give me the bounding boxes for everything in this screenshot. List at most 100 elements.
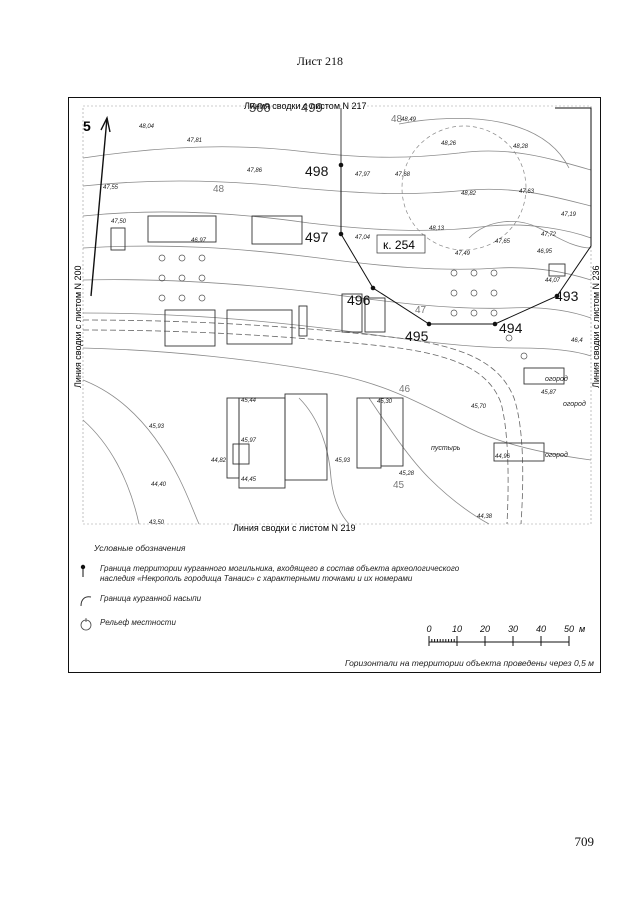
- spot-height: 45,44: [241, 398, 257, 404]
- edge-fragment-2: 499: [301, 100, 323, 115]
- scale-tick: 30: [508, 624, 518, 634]
- buildings: [110, 215, 566, 489]
- boundary-point-493: [554, 293, 560, 299]
- point-label-495: 495: [405, 328, 429, 344]
- spot-height: 48,82: [461, 191, 477, 197]
- edge-fragment-1: 500: [249, 100, 271, 115]
- boundary-point-495: [426, 321, 432, 327]
- spot-height: 44,45: [241, 477, 257, 483]
- spot-height: 48,26: [441, 141, 457, 147]
- sheet-link-right: Линия сводки с листом N 236: [591, 265, 600, 388]
- point-label-496: 496: [347, 292, 371, 308]
- topographic-map: 498 497 496 495 494 493 к. 254 5 500 499…: [73, 100, 600, 533]
- spot-height: 48,04: [139, 124, 155, 130]
- vacant-lot-label: пустырь: [431, 445, 461, 452]
- mound-boundary-icon: [80, 596, 92, 607]
- sheet-title: Лист 218: [296, 54, 344, 68]
- contour-label: 47: [415, 305, 427, 316]
- contour-label: 46: [399, 384, 411, 395]
- contour-lines: [82, 118, 592, 525]
- kurgan-label: к. 254: [383, 238, 415, 252]
- spot-height: 45,93: [335, 458, 351, 464]
- legend-text: Граница территории курганного могильника…: [100, 564, 460, 573]
- point-label-498: 498: [305, 163, 329, 179]
- garden-label: огород: [563, 400, 586, 408]
- spot-height: 48,49: [401, 117, 417, 123]
- boundary-point-494: [492, 321, 498, 327]
- scale-tick: 50: [564, 624, 574, 634]
- legend-heading: Условные обозначения: [94, 543, 186, 553]
- spot-height: 45,70: [471, 404, 487, 410]
- spot-height: 48,13: [429, 226, 445, 232]
- spot-height: 47,63: [519, 189, 535, 195]
- point-label-497: 497: [305, 229, 329, 245]
- scale-tick: 10: [452, 624, 462, 634]
- spot-height: 44,07: [545, 278, 561, 284]
- spot-height: 48,28: [513, 144, 529, 150]
- spot-height: 47,55: [103, 185, 119, 191]
- spot-height: 47,19: [561, 212, 577, 218]
- spot-height: 45,93: [149, 424, 165, 430]
- spot-height: 47,04: [355, 235, 371, 241]
- spot-height: 44,82: [211, 458, 227, 464]
- legend-item-relief: Рельеф местности: [79, 618, 176, 632]
- page-number: 709: [574, 834, 595, 849]
- spot-height: 46,4: [571, 338, 583, 344]
- spot-height: 47,72: [541, 232, 557, 238]
- scale-tick: 0: [426, 624, 431, 634]
- spot-height: 44,40: [151, 482, 167, 488]
- spot-height: 47,68: [395, 172, 411, 178]
- boundary-point-icon: [80, 564, 86, 577]
- kurgan-mound-outline: [401, 125, 527, 251]
- scale-tick: 40: [536, 624, 546, 634]
- contour-label: 45: [393, 480, 405, 491]
- spot-height: 45,87: [541, 390, 557, 396]
- scale-unit: м: [579, 624, 585, 634]
- spot-height: 45,28: [399, 471, 415, 477]
- boundary-points: [338, 162, 560, 327]
- necropolis-boundary-line: [340, 107, 592, 325]
- legend-item-boundary: Граница территории курганного могильника…: [79, 564, 459, 584]
- boundary-point-496: [370, 285, 376, 291]
- point-label-493: 493: [555, 288, 579, 304]
- legend-item-mound: Граница курганной насыпи: [79, 594, 201, 608]
- kurgan-label-box: [376, 234, 426, 254]
- legend-text: Рельеф местности: [100, 618, 176, 627]
- sheet-link-top: Линия сводки с листом N 217: [244, 101, 367, 111]
- garden-label: огород: [545, 451, 568, 459]
- spot-height: 43,50: [149, 520, 165, 526]
- spot-height: 47,97: [355, 172, 371, 178]
- spot-height: 47,65: [495, 239, 511, 245]
- map-inner-boundary: [82, 105, 592, 525]
- road-lines: [82, 319, 524, 525]
- legend: Условные обозначения Граница территории …: [69, 532, 600, 672]
- spot-height: 45,30: [377, 399, 393, 405]
- spot-height: 47,49: [455, 251, 471, 257]
- sheet-link-bottom: Линия сводки с листом N 219: [233, 523, 356, 533]
- spot-height: 44,96: [495, 454, 511, 460]
- boundary-point-497: [338, 231, 344, 237]
- map-frame: 498 497 496 495 494 493 к. 254 5 500 499…: [68, 97, 601, 673]
- edge-number-topleft: 5: [83, 118, 91, 134]
- spot-height: 44,38: [477, 514, 493, 520]
- scale-tick: 20: [479, 624, 490, 634]
- contour-label: 48: [213, 184, 225, 195]
- sheet-link-left: Линия сводки с листом N 200: [73, 265, 83, 388]
- trees: [158, 254, 528, 360]
- spot-height: 45,97: [241, 438, 257, 444]
- point-label-494: 494: [499, 320, 523, 336]
- legend-text: Граница курганной насыпи: [100, 594, 202, 603]
- boundary-point-498: [338, 162, 344, 168]
- relief-icon: [80, 618, 92, 631]
- contour-label: 48: [391, 114, 403, 125]
- spot-height: 46,95: [537, 249, 553, 255]
- spot-height: 46,97: [191, 238, 207, 244]
- contour-interval-note: Горизонтали на территории объекта провед…: [344, 658, 594, 668]
- north-arrow-icon: [90, 115, 111, 297]
- garden-label: огород: [545, 375, 568, 383]
- spot-height: 47,50: [111, 219, 127, 225]
- spot-height: 47,81: [187, 138, 202, 144]
- scale-bar: 0 10 20 30 40 50 м: [426, 624, 585, 646]
- spot-height: 47,86: [247, 168, 263, 174]
- legend-text: наследия «Некрополь городища Танаис» с х…: [100, 574, 413, 583]
